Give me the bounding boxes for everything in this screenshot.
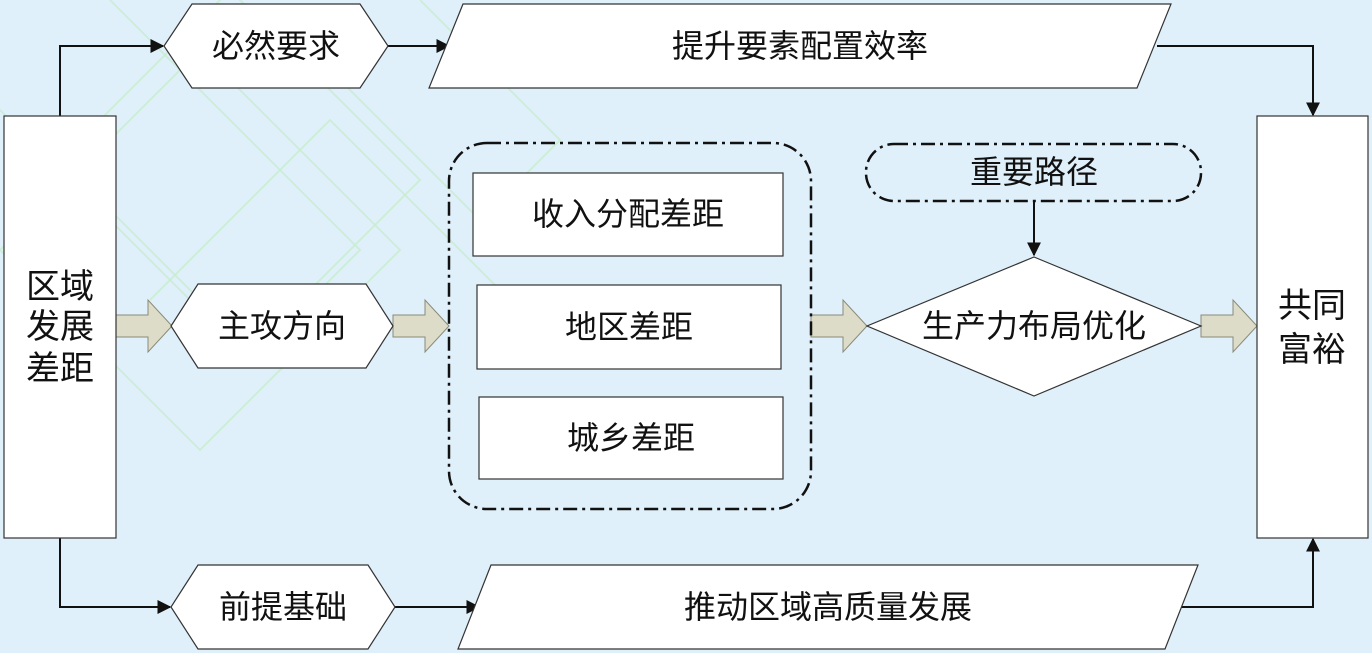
important-path-box: 重要路径 xyxy=(864,142,1203,203)
flow-left-to-top-hex xyxy=(59,39,165,116)
foundation-hexagon: 前提基础 xyxy=(170,564,396,650)
svg-text:提升要素配置效率: 提升要素配置效率 xyxy=(672,27,928,65)
flow-bottom-para-to-right xyxy=(1180,537,1320,608)
gap-group: 收入分配差距 地区差距 城乡差距 xyxy=(447,141,813,511)
svg-text:收入分配差距: 收入分配差距 xyxy=(532,195,724,233)
regional-gap-line-3: 差距 xyxy=(26,349,94,389)
area-gap-box: 地区差距 xyxy=(476,284,782,370)
regional-gap-line-2: 发展 xyxy=(26,307,94,347)
svg-text:地区差距: 地区差距 xyxy=(565,308,693,346)
flow-left-to-bottom-hex xyxy=(59,538,172,614)
regional-gap-line-1: 区域 xyxy=(26,267,94,307)
flow-top-para-to-right xyxy=(1157,45,1320,117)
common-prosperity-box: 共同 富裕 xyxy=(1256,115,1369,539)
block-arrow-2 xyxy=(392,298,450,354)
regional-gap-box: 区域 发展 差距 xyxy=(3,115,117,539)
svg-text:重要路径: 重要路径 xyxy=(970,153,1098,191)
svg-text:城乡差距: 城乡差距 xyxy=(567,419,695,457)
necessity-hexagon: 必然要求 xyxy=(163,3,389,89)
income-gap-box: 收入分配差距 xyxy=(472,172,784,257)
svg-text:主攻方向: 主攻方向 xyxy=(218,307,346,345)
efficiency-parallelogram: 提升要素配置效率 xyxy=(428,3,1172,89)
common-prosperity-line-1: 共同 xyxy=(1278,286,1346,326)
svg-text:必然要求: 必然要求 xyxy=(212,27,340,65)
block-arrows xyxy=(115,298,1258,354)
flow-lines xyxy=(59,39,1320,614)
svg-text:生产力布局优化: 生产力布局优化 xyxy=(922,307,1146,345)
common-prosperity-line-2: 富裕 xyxy=(1278,330,1346,370)
main-direction-hexagon: 主攻方向 xyxy=(170,283,394,369)
block-arrow-3 xyxy=(810,298,868,354)
development-parallelogram: 推动区域高质量发展 xyxy=(457,564,1199,650)
block-arrow-4 xyxy=(1200,298,1258,354)
svg-text:推动区域高质量发展: 推动区域高质量发展 xyxy=(684,588,972,626)
urban-rural-gap-box: 城乡差距 xyxy=(478,396,784,480)
block-arrow-1 xyxy=(115,298,173,354)
productivity-diamond: 生产力布局优化 xyxy=(865,256,1203,397)
svg-text:前提基础: 前提基础 xyxy=(219,588,347,626)
